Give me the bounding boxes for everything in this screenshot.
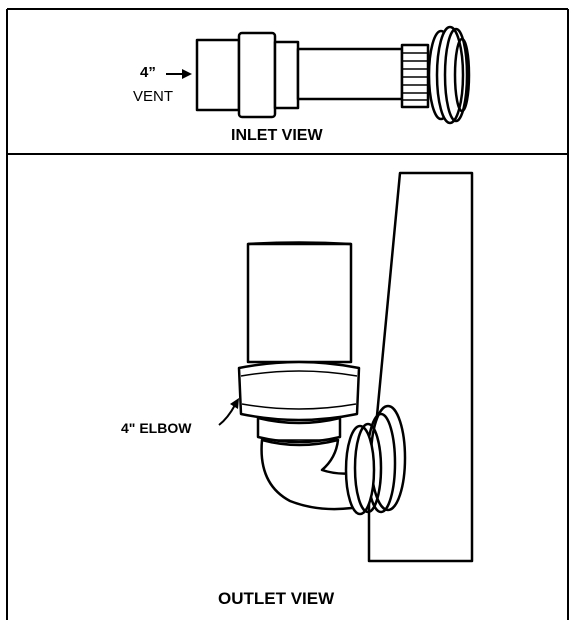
- elbow-collar: [237, 360, 361, 422]
- inlet-flange: [427, 25, 471, 125]
- elbow-label: 4" ELBOW: [121, 420, 192, 436]
- inlet-view-panel: 4” VENT INLET VIEW: [133, 25, 471, 144]
- inlet-pipe-assembly: [195, 25, 471, 125]
- ribbed-section: [400, 43, 430, 109]
- inlet-view-caption: INLET VIEW: [231, 127, 323, 144]
- outlet-view-caption: OUTLET VIEW: [218, 589, 335, 608]
- outlet-vent-pipe: [246, 241, 353, 364]
- elbow-body: [256, 416, 383, 516]
- vent-pipe-end: [195, 38, 241, 112]
- outlet-view-panel: 4" ELBOW OUTLET VIEW: [121, 171, 474, 608]
- rib-lines: [402, 52, 428, 101]
- inlet-tube: [296, 47, 404, 101]
- vent-label-text: VENT: [133, 88, 173, 105]
- elbow-arrow: [218, 398, 239, 426]
- collar: [273, 40, 300, 110]
- coupling: [237, 31, 277, 119]
- vent-label-size: 4”: [140, 64, 156, 81]
- figure-frame: [6, 8, 569, 620]
- vent-arrow: [166, 69, 192, 79]
